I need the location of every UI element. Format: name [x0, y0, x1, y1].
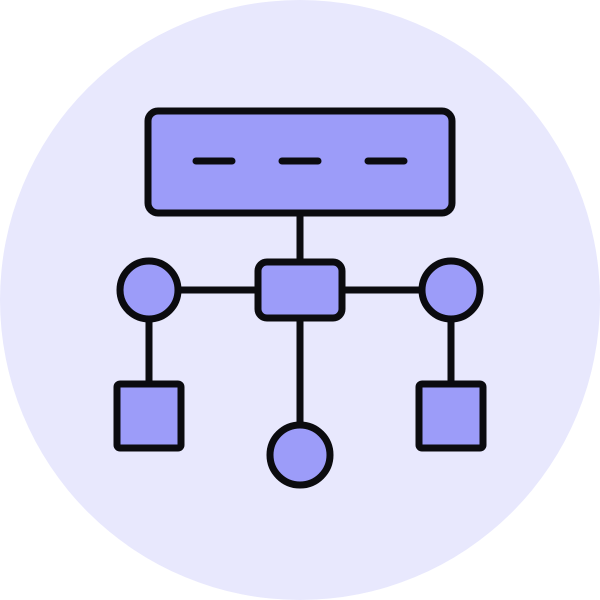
- connector-lines: [145, 209, 455, 429]
- node-shapes: [113, 107, 487, 489]
- right-square-node: [415, 380, 487, 452]
- bottom-circle-node: [266, 421, 334, 489]
- center-node: [254, 258, 346, 322]
- left-circle-node: [116, 257, 182, 323]
- right-circle-node: [418, 257, 484, 323]
- left-square-node: [113, 380, 185, 452]
